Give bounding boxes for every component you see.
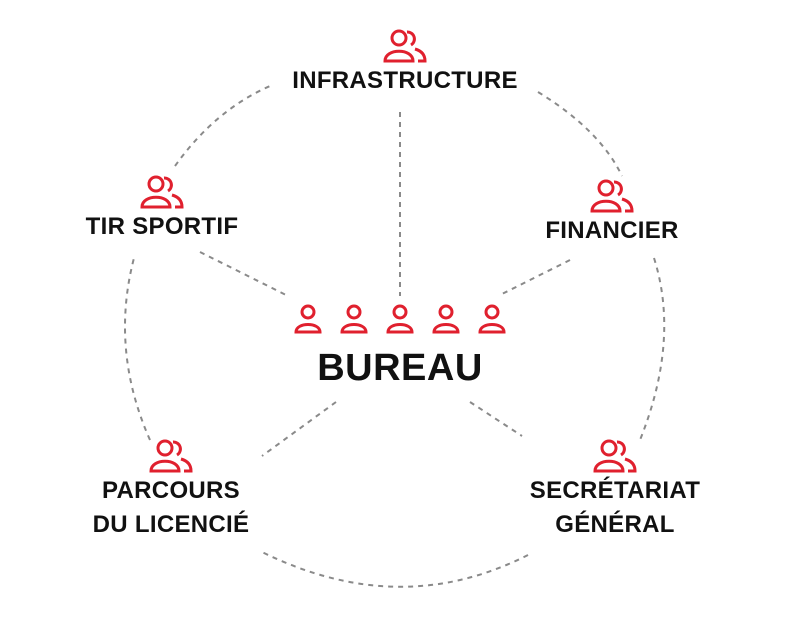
ring-arc-tir-infrastructure bbox=[174, 85, 271, 167]
spoke-tir-sportif bbox=[199, 251, 289, 297]
group-icon bbox=[590, 179, 634, 213]
node-label: FINANCIER bbox=[545, 217, 679, 244]
node-label-line-2: DU LICENCIÉ bbox=[92, 511, 250, 538]
node-infrastructure: INFRASTRUCTURE bbox=[260, 28, 550, 98]
spoke-secretariat bbox=[469, 401, 523, 437]
person-icon bbox=[294, 304, 322, 334]
ring-arc-infrastructure-financier bbox=[537, 91, 623, 177]
ring-arc-parcours-tir bbox=[124, 257, 151, 441]
ring-arc-financier-secretariat bbox=[639, 257, 666, 441]
node-label-line-1: SECRÉTARIAT bbox=[529, 477, 701, 504]
node-financier: FINANCIER bbox=[512, 178, 712, 248]
group-icon bbox=[149, 439, 193, 473]
node-secretariat: SECRÉTARIAT GÉNÉRAL bbox=[500, 438, 730, 542]
center-label: BUREAU bbox=[317, 347, 483, 389]
spoke-financier bbox=[501, 259, 571, 295]
node-tir-sportif: TIR SPORTIF bbox=[62, 174, 262, 244]
bureau-members bbox=[292, 302, 508, 334]
group-icon bbox=[593, 439, 637, 473]
node-parcours: PARCOURS DU LICENCIÉ bbox=[56, 438, 286, 542]
node-label: INFRASTRUCTURE bbox=[292, 67, 518, 94]
node-label-line-1: PARCOURS bbox=[102, 477, 240, 504]
node-label-line-2: GÉNÉRAL bbox=[555, 511, 675, 538]
person-icon bbox=[386, 304, 414, 334]
ring-arc-secretariat-parcours bbox=[261, 551, 529, 588]
person-icon bbox=[478, 304, 506, 334]
person-icon bbox=[432, 304, 460, 334]
center-node-bureau: BUREAU bbox=[280, 302, 520, 390]
group-icon bbox=[140, 175, 184, 209]
person-icon bbox=[340, 304, 368, 334]
group-icon bbox=[383, 29, 427, 63]
node-label: TIR SPORTIF bbox=[85, 213, 239, 240]
